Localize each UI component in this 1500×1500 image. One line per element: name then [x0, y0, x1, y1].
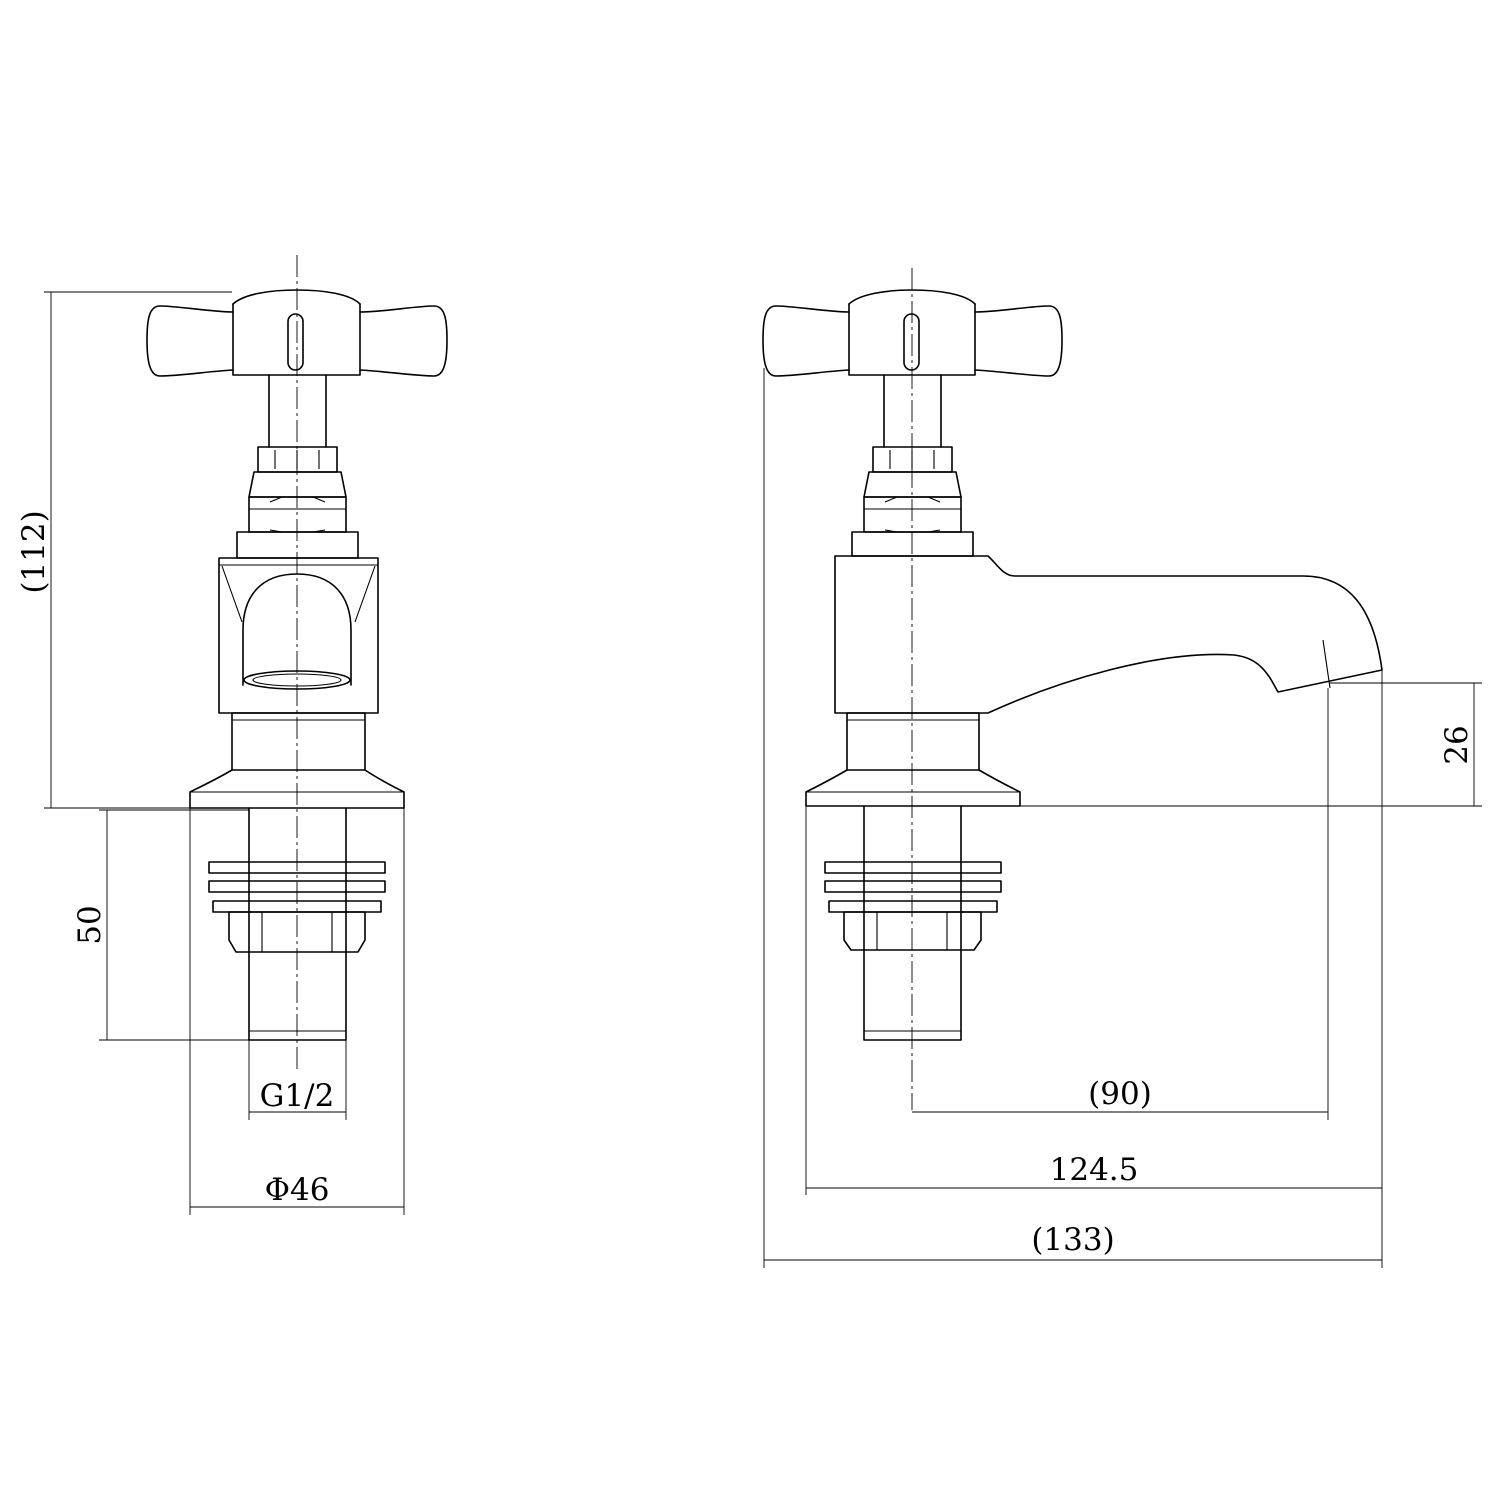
side-body-spout [834, 555, 1383, 714]
dimension-labels: (112) 50 G1/2 Φ46 (90) 124.5 (133) 26 [16, 510, 1475, 1258]
dim-base-to-tip-label: 124.5 [1050, 1152, 1139, 1188]
front-body [218, 557, 379, 714]
side-spindle [851, 374, 974, 557]
dim-base-diameter-label: Φ46 [265, 1172, 330, 1208]
front-backnut [228, 911, 366, 953]
front-base [189, 712, 405, 809]
front-washer [208, 880, 386, 893]
front-outlet-ring [243, 670, 351, 690]
side-cross-handle [762, 289, 1063, 377]
front-view [146, 255, 448, 1070]
front-cross-handle [146, 289, 448, 377]
front-handle-slot [287, 313, 304, 371]
front-shank [208, 807, 386, 1041]
front-washer [208, 861, 386, 874]
front-spindle [236, 374, 359, 559]
dim-thread-label: G1/2 [260, 1078, 335, 1114]
side-washer [824, 861, 1002, 874]
dim-overall-height-label: (112) [16, 510, 52, 593]
dimension-lines [44, 291, 1482, 1268]
side-washer [824, 880, 1002, 893]
side-view [762, 268, 1383, 1110]
side-shank [824, 805, 1002, 1041]
dim-spout-height-label: 26 [1439, 725, 1475, 764]
side-base [805, 712, 1021, 807]
side-washer [828, 900, 998, 913]
dim-spout-reach-label: (90) [1088, 1076, 1152, 1112]
side-handle-slot [903, 313, 920, 371]
side-backnut [843, 911, 982, 951]
dim-below-deck-label: 50 [72, 905, 108, 944]
dim-overall-depth-label: (133) [1031, 1222, 1114, 1258]
